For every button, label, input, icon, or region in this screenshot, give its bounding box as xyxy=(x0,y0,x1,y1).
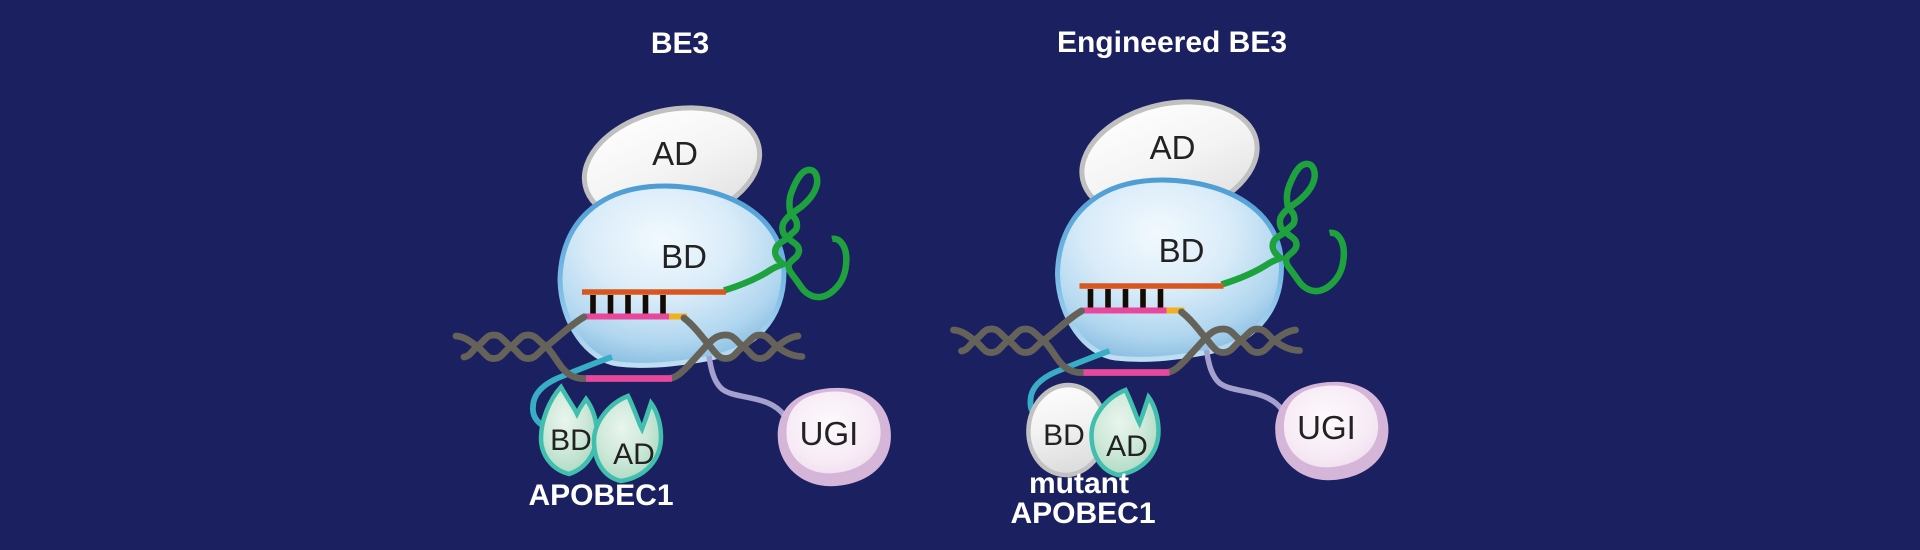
svg-text:AD: AD xyxy=(1106,430,1148,463)
svg-text:AD: AD xyxy=(613,438,655,471)
svg-text:BD: BD xyxy=(550,424,592,457)
svg-text:mutant: mutant xyxy=(1029,467,1129,500)
svg-text:APOBEC1: APOBEC1 xyxy=(528,479,673,512)
svg-text:BE3: BE3 xyxy=(651,27,709,60)
svg-text:BD: BD xyxy=(1043,419,1085,452)
svg-text:Engineered BE3: Engineered BE3 xyxy=(1057,26,1287,59)
svg-text:APOBEC1: APOBEC1 xyxy=(1010,497,1155,530)
